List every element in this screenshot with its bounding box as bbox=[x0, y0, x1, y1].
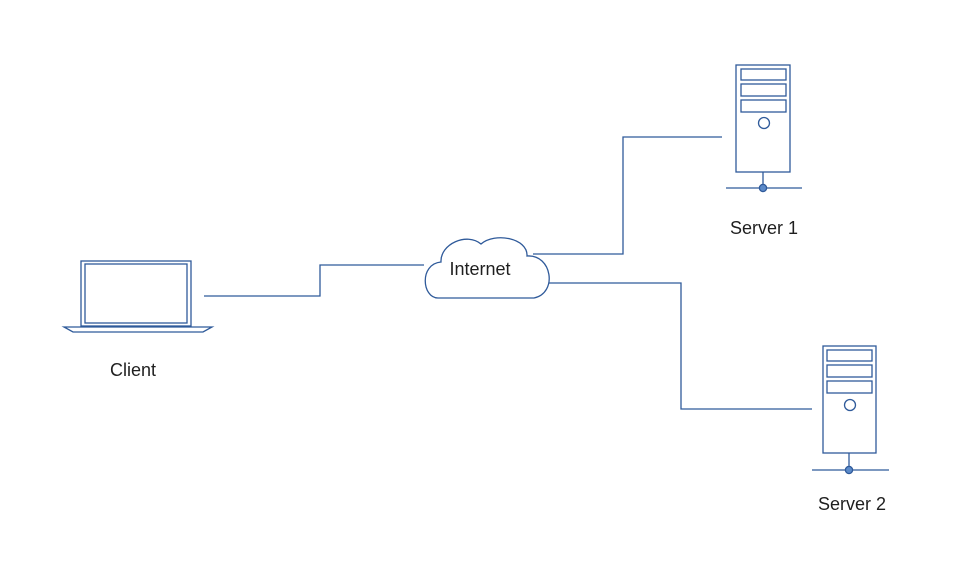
server-1-label: Server 1 bbox=[729, 218, 799, 238]
edge-internet-server1 bbox=[533, 136, 722, 255]
internet-label: Internet bbox=[449, 259, 511, 279]
cloud-icon bbox=[424, 237, 550, 299]
edge-client-internet bbox=[204, 264, 424, 297]
server-icon bbox=[812, 345, 889, 475]
client-label: Client bbox=[109, 360, 157, 380]
server-2-label: Server 2 bbox=[817, 494, 887, 514]
server-icon bbox=[726, 64, 802, 193]
laptop-icon bbox=[61, 260, 215, 333]
edge-internet-server2 bbox=[548, 282, 812, 410]
